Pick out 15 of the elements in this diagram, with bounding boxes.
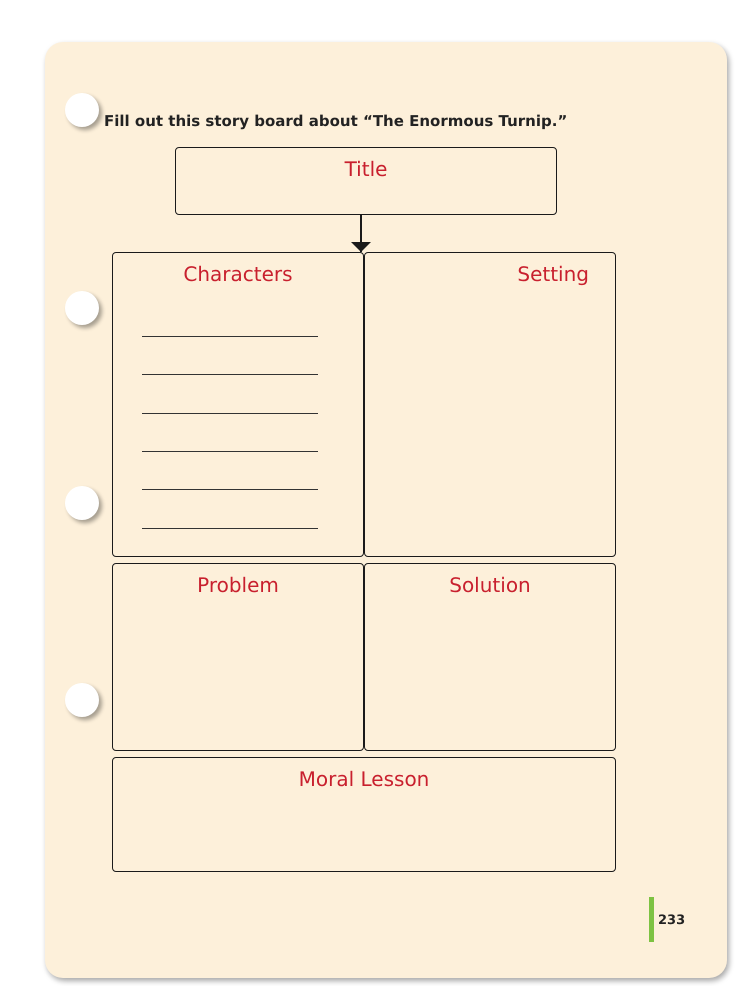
box-heading: Title (344, 157, 388, 181)
box-heading: Characters (182, 262, 294, 286)
solution-box (364, 563, 616, 751)
problem-box (112, 563, 364, 751)
page-number: 233 (658, 913, 686, 928)
setting-box (364, 252, 616, 557)
box-heading: Moral Lesson (298, 767, 430, 791)
box-heading: Setting (517, 262, 589, 286)
title-box (175, 147, 557, 215)
characters-box (112, 252, 364, 557)
box-heading: Problem (196, 573, 280, 597)
instruction-text: Fill out this story board about “The Enormous Turnip.” (104, 112, 568, 130)
box-heading: Solution (448, 573, 532, 597)
arrow (351, 215, 371, 252)
moral-lesson-box (112, 757, 616, 872)
